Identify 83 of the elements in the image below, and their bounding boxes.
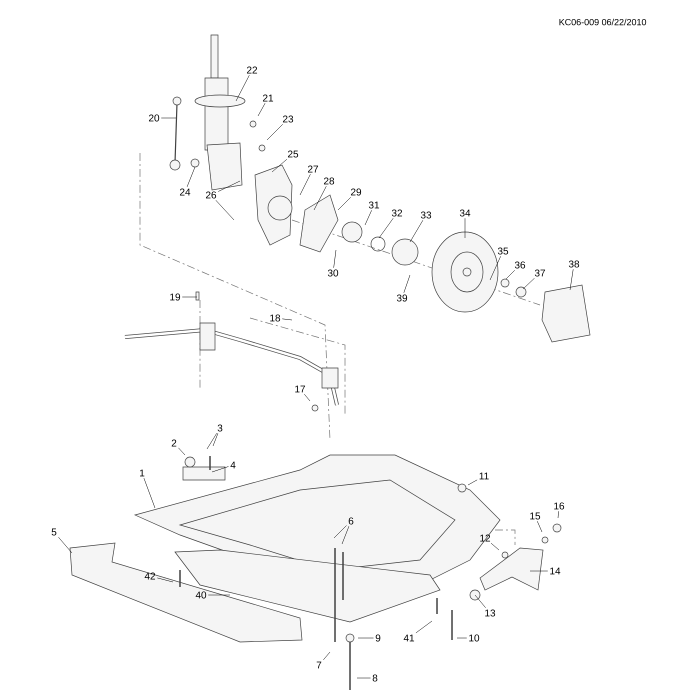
leader-line: [156, 578, 174, 582]
callout-number: 31: [368, 201, 380, 209]
leader-line: [300, 174, 311, 196]
callout-number: 5: [52, 528, 56, 536]
leader-line: [416, 620, 432, 634]
leader-line: [272, 158, 288, 172]
callout-number: 28: [324, 177, 334, 185]
callout-number: 39: [396, 294, 408, 302]
callout-number: 23: [282, 115, 294, 123]
callout-number: 2: [172, 440, 176, 446]
callout-number: 7: [316, 662, 322, 668]
leader-line: [208, 594, 230, 596]
callout-number: 30: [328, 269, 338, 277]
leader-line: [58, 536, 72, 554]
leader-line: [334, 525, 347, 538]
callout-number: 6: [348, 517, 354, 525]
callout-number: 18: [270, 314, 280, 322]
leader-line: [468, 480, 478, 486]
callout-number: 27: [308, 166, 318, 172]
callout-number: 15: [530, 512, 540, 520]
callout-number: 37: [534, 269, 546, 277]
callout-number: 20: [148, 114, 160, 122]
callout-number: 1: [140, 470, 144, 476]
callout-number: 36: [514, 261, 526, 269]
callout-number: 3: [218, 424, 222, 432]
callout-number: 32: [392, 209, 402, 217]
leader-line: [558, 510, 559, 518]
leader-line: [178, 448, 186, 456]
leader-line: [216, 200, 234, 220]
leader-line: [342, 526, 350, 544]
leader-line: [490, 256, 501, 280]
callout-number: 22: [246, 66, 258, 74]
leader-line: [304, 394, 310, 402]
callout-number: 11: [480, 472, 489, 480]
leader-line: [186, 166, 196, 188]
callout-number: 13: [485, 609, 496, 617]
leader-line: [182, 296, 198, 298]
leader-line: [206, 432, 218, 450]
leader-line: [144, 478, 156, 508]
callout-number: 10: [469, 634, 480, 642]
leader-line: [212, 432, 218, 446]
callout-number: 25: [288, 150, 298, 158]
leader-line: [323, 652, 330, 660]
leader-line: [490, 542, 500, 550]
leader-line: [338, 196, 352, 210]
leader-line: [333, 250, 336, 268]
callout-number: 14: [550, 568, 560, 574]
callout-number: 8: [372, 674, 378, 682]
callout-number: 40: [196, 591, 206, 599]
leader-line: [570, 268, 574, 290]
callout-number: 29: [350, 188, 362, 196]
leader-line: [364, 210, 372, 226]
callout-number: 21: [262, 94, 274, 102]
leader-line: [378, 218, 394, 238]
leader-line: [212, 466, 229, 472]
callout-number: 35: [498, 247, 508, 255]
leader-line: [522, 278, 535, 290]
callout-number: 41: [404, 634, 414, 642]
callout-number: 16: [554, 502, 564, 510]
callout-number: 34: [460, 209, 470, 217]
callout-number: 17: [295, 386, 306, 392]
leader-line: [266, 124, 284, 140]
leader-line: [537, 520, 542, 532]
callout-number: 9: [376, 634, 380, 642]
leader-line: [282, 318, 292, 320]
leader-line: [464, 218, 466, 238]
callout-number: 4: [230, 462, 236, 468]
leader-line: [530, 570, 548, 572]
callout-number: 26: [206, 191, 216, 199]
leader-line: [410, 220, 424, 242]
leader-line: [258, 102, 266, 116]
leader-line: [474, 594, 486, 608]
callout-number: 33: [420, 211, 432, 219]
callout-number: 19: [170, 293, 180, 301]
callout-number: 24: [180, 188, 190, 196]
leader-line: [236, 74, 250, 102]
leader-line: [218, 180, 240, 192]
leader-line: [506, 270, 516, 280]
leader-line: [404, 274, 410, 294]
leader-line: [314, 186, 327, 210]
callout-number: 38: [568, 260, 580, 268]
drawing-number: KC06-009 06/22/2010: [559, 18, 646, 26]
callout-number: 42: [144, 572, 156, 580]
